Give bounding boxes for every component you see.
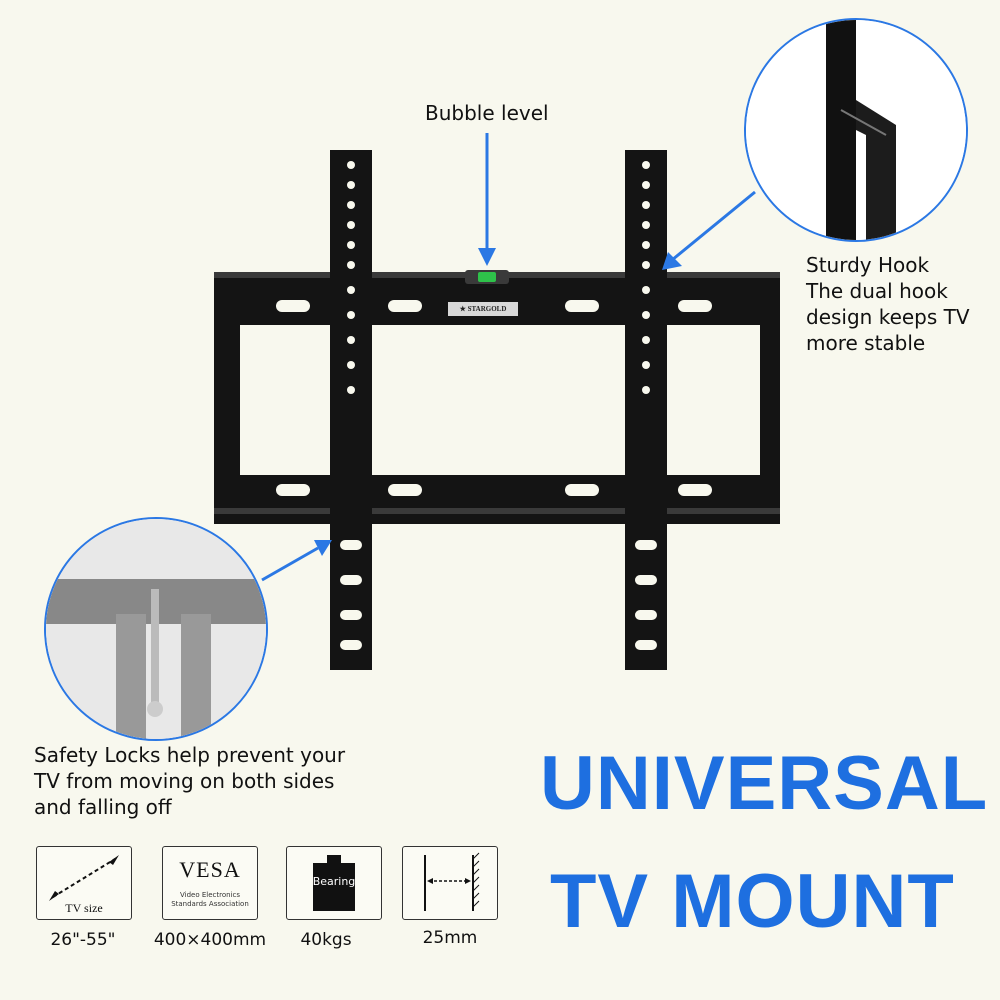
spec-tv-size-value: 26"-55" <box>50 930 116 950</box>
safety-lock-detail-circle <box>44 517 268 741</box>
spec-vesa-value: 400×400mm <box>153 930 267 950</box>
headline-tv-mount: TV MOUNT <box>550 859 955 944</box>
weight-icon <box>313 855 355 911</box>
left-vertical-arm <box>330 150 372 670</box>
headline-universal: UNIVERSAL <box>540 741 989 826</box>
hook-detail-circle <box>744 18 968 242</box>
tv-size-caption: TV size <box>65 901 103 915</box>
spec-bearing-value: 40kgs <box>300 930 352 950</box>
tv-size-icon <box>49 855 119 901</box>
vesa-icon: VESA <box>179 857 241 882</box>
bubble-level <box>465 270 509 284</box>
spec-bearing-box: Bearing <box>286 846 382 920</box>
sturdy-hook-label: Sturdy Hook The dual hook design keeps T… <box>806 253 970 355</box>
arm-holes <box>347 161 650 394</box>
right-vertical-arm <box>625 150 667 670</box>
wall-distance-icon <box>424 852 480 911</box>
vesa-subcaption: Video Electronics Standards Association <box>171 891 249 908</box>
spec-wall-distance-value: 25mm <box>422 928 478 948</box>
brand-plate <box>448 302 518 316</box>
spec-tv-size-box: TV size <box>36 846 132 920</box>
safety-locks-label: Safety Locks help prevent your TV from m… <box>34 743 346 819</box>
brand-plate-text: ★ STARGOLD <box>459 305 507 313</box>
callout-arrows <box>261 133 756 582</box>
safety-lock-detail-image <box>46 519 266 739</box>
spec-vesa-box: VESA Video Electronics Standards Associa… <box>162 846 258 920</box>
bubble-level-label: Bubble level <box>425 101 549 125</box>
bearing-caption: Bearing <box>312 875 356 888</box>
spec-wall-distance-box <box>402 846 498 920</box>
hook-detail-image <box>746 20 966 240</box>
